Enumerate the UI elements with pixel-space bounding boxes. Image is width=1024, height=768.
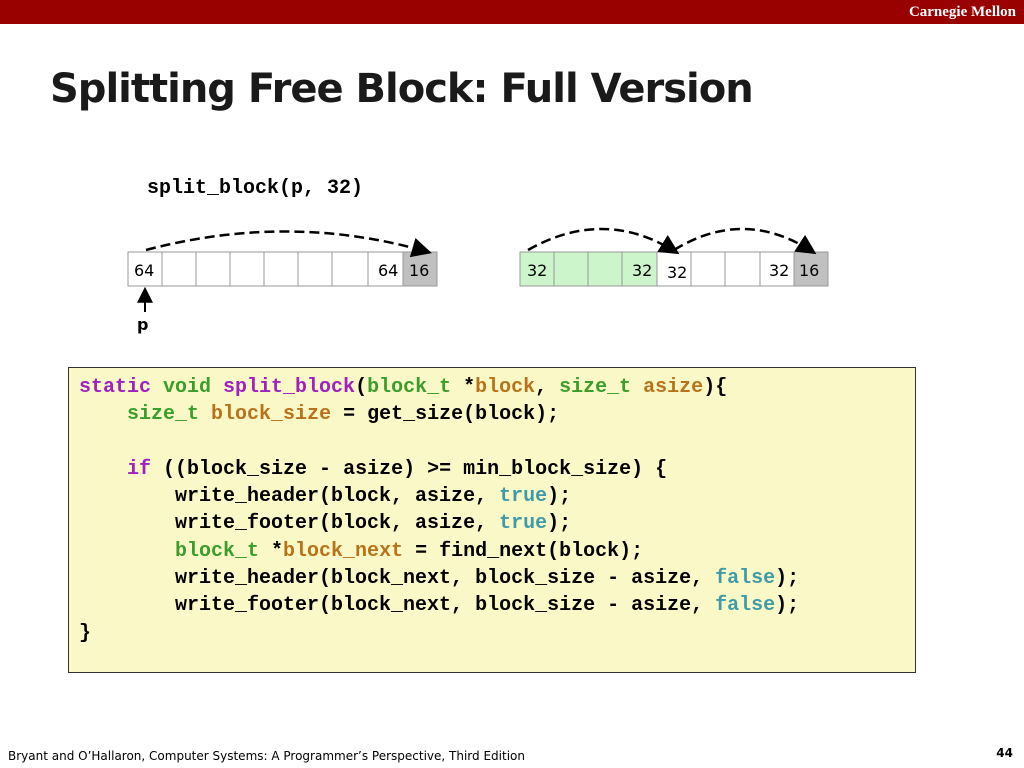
code-line: write_header(block_next, block_size - as… [79, 565, 799, 592]
code-line: if ((block_size - asize) >= min_block_si… [79, 456, 799, 483]
code-token: size_t [127, 403, 200, 427]
code-token: ((block_size - asize) >= min_block_size)… [151, 457, 668, 481]
code-token: false [715, 567, 776, 591]
code-line: block_t *block_next = find_next(block); [79, 538, 799, 565]
cell-next-header [793, 251, 829, 287]
code-token: block_next [283, 539, 404, 563]
right-header-label-1: 32 [527, 261, 547, 280]
cell-footer [759, 251, 795, 287]
cell [297, 251, 333, 287]
cell [195, 251, 231, 287]
right-footer-label-2: 32 [769, 261, 789, 280]
code-line: write_header(block, asize, true); [79, 483, 799, 510]
code-token: size_t [559, 376, 632, 399]
cell [331, 251, 369, 287]
code-token [79, 540, 175, 563]
code-token: ); [775, 567, 800, 591]
code-line: size_t block_size = get_size(block); [79, 401, 799, 428]
code-token: write_footer(block, asize, [79, 512, 500, 536]
code-line [79, 429, 799, 456]
code-token: block_size [211, 403, 332, 427]
code-line: write_footer(block_next, block_size - as… [79, 592, 799, 619]
code-token [79, 403, 127, 426]
code-token: = get_size(block); [331, 403, 560, 427]
brand-label: Carnegie Mellon [908, 4, 1016, 20]
cell [724, 251, 761, 287]
cell-footer [621, 251, 658, 287]
code-token: static [79, 376, 164, 399]
left-header-label: 64 [134, 261, 154, 280]
code-token: block_t [367, 376, 452, 399]
left-next-header-label: 16 [409, 261, 429, 280]
code-token: = find_next(block); [403, 539, 644, 563]
code-token: write_footer(block_next, block_size - as… [79, 594, 716, 618]
code-token: } [79, 621, 92, 645]
code-token: true [499, 512, 548, 536]
code-token: ); [775, 594, 800, 618]
page-number: 44 [996, 746, 1013, 760]
code-token: ); [547, 512, 572, 536]
cell [263, 251, 299, 287]
top-bar: Carnegie Mellon [0, 0, 1024, 24]
left-block: 64 64 16 [127, 251, 438, 287]
code-token: ){ [703, 376, 728, 399]
code-token: write_header(block, asize, [79, 485, 500, 509]
left-footer-label: 64 [378, 261, 398, 280]
code-token: true [499, 485, 548, 509]
code-token: if [127, 457, 152, 481]
cell [690, 251, 726, 287]
code-token [199, 403, 211, 426]
slide-title: Splitting Free Block: Full Version [50, 66, 754, 112]
right-footer-label-1: 32 [632, 261, 652, 280]
right-next-header-label: 16 [799, 261, 819, 280]
left-block-arrow [145, 230, 432, 258]
code-token: split_block [223, 376, 356, 399]
code-line: static void split_block(block_t *block, … [79, 374, 799, 401]
code-token [631, 376, 643, 399]
cell [161, 251, 197, 287]
code-token: ( [355, 376, 368, 399]
code-token [79, 458, 127, 481]
code-token: false [715, 594, 776, 618]
code-token: , [535, 376, 560, 399]
code-block: static void split_block(block_t *block, … [79, 374, 799, 647]
code-token: block [475, 376, 536, 399]
cell [229, 251, 265, 287]
right-block-arrow-2 [673, 227, 817, 255]
cell [553, 251, 589, 287]
cell-header [127, 251, 163, 287]
code-token: asize [643, 376, 704, 399]
code-token: write_header(block_next, block_size - as… [79, 567, 716, 591]
code-token: block_t [175, 539, 260, 563]
right-block: 32 32 32 32 16 [519, 251, 829, 287]
code-token: ); [547, 485, 572, 509]
code-token: * [259, 539, 284, 563]
function-call-label: split_block(p, 32) [147, 177, 364, 200]
pointer-label: p [137, 315, 148, 334]
right-header-label-2: 32 [667, 263, 687, 282]
code-line: } [79, 620, 799, 647]
code-box: static void split_block(block_t *block, … [68, 367, 916, 673]
footer-citation: Bryant and O’Hallaron, Computer Systems:… [8, 749, 525, 763]
code-token: void [163, 376, 224, 399]
code-line: write_footer(block, asize, true); [79, 510, 799, 537]
right-block-arrow-1 [527, 227, 680, 255]
cell [587, 251, 623, 287]
cell-header [519, 251, 555, 287]
cell-header [656, 251, 692, 287]
code-token: * [451, 376, 476, 399]
